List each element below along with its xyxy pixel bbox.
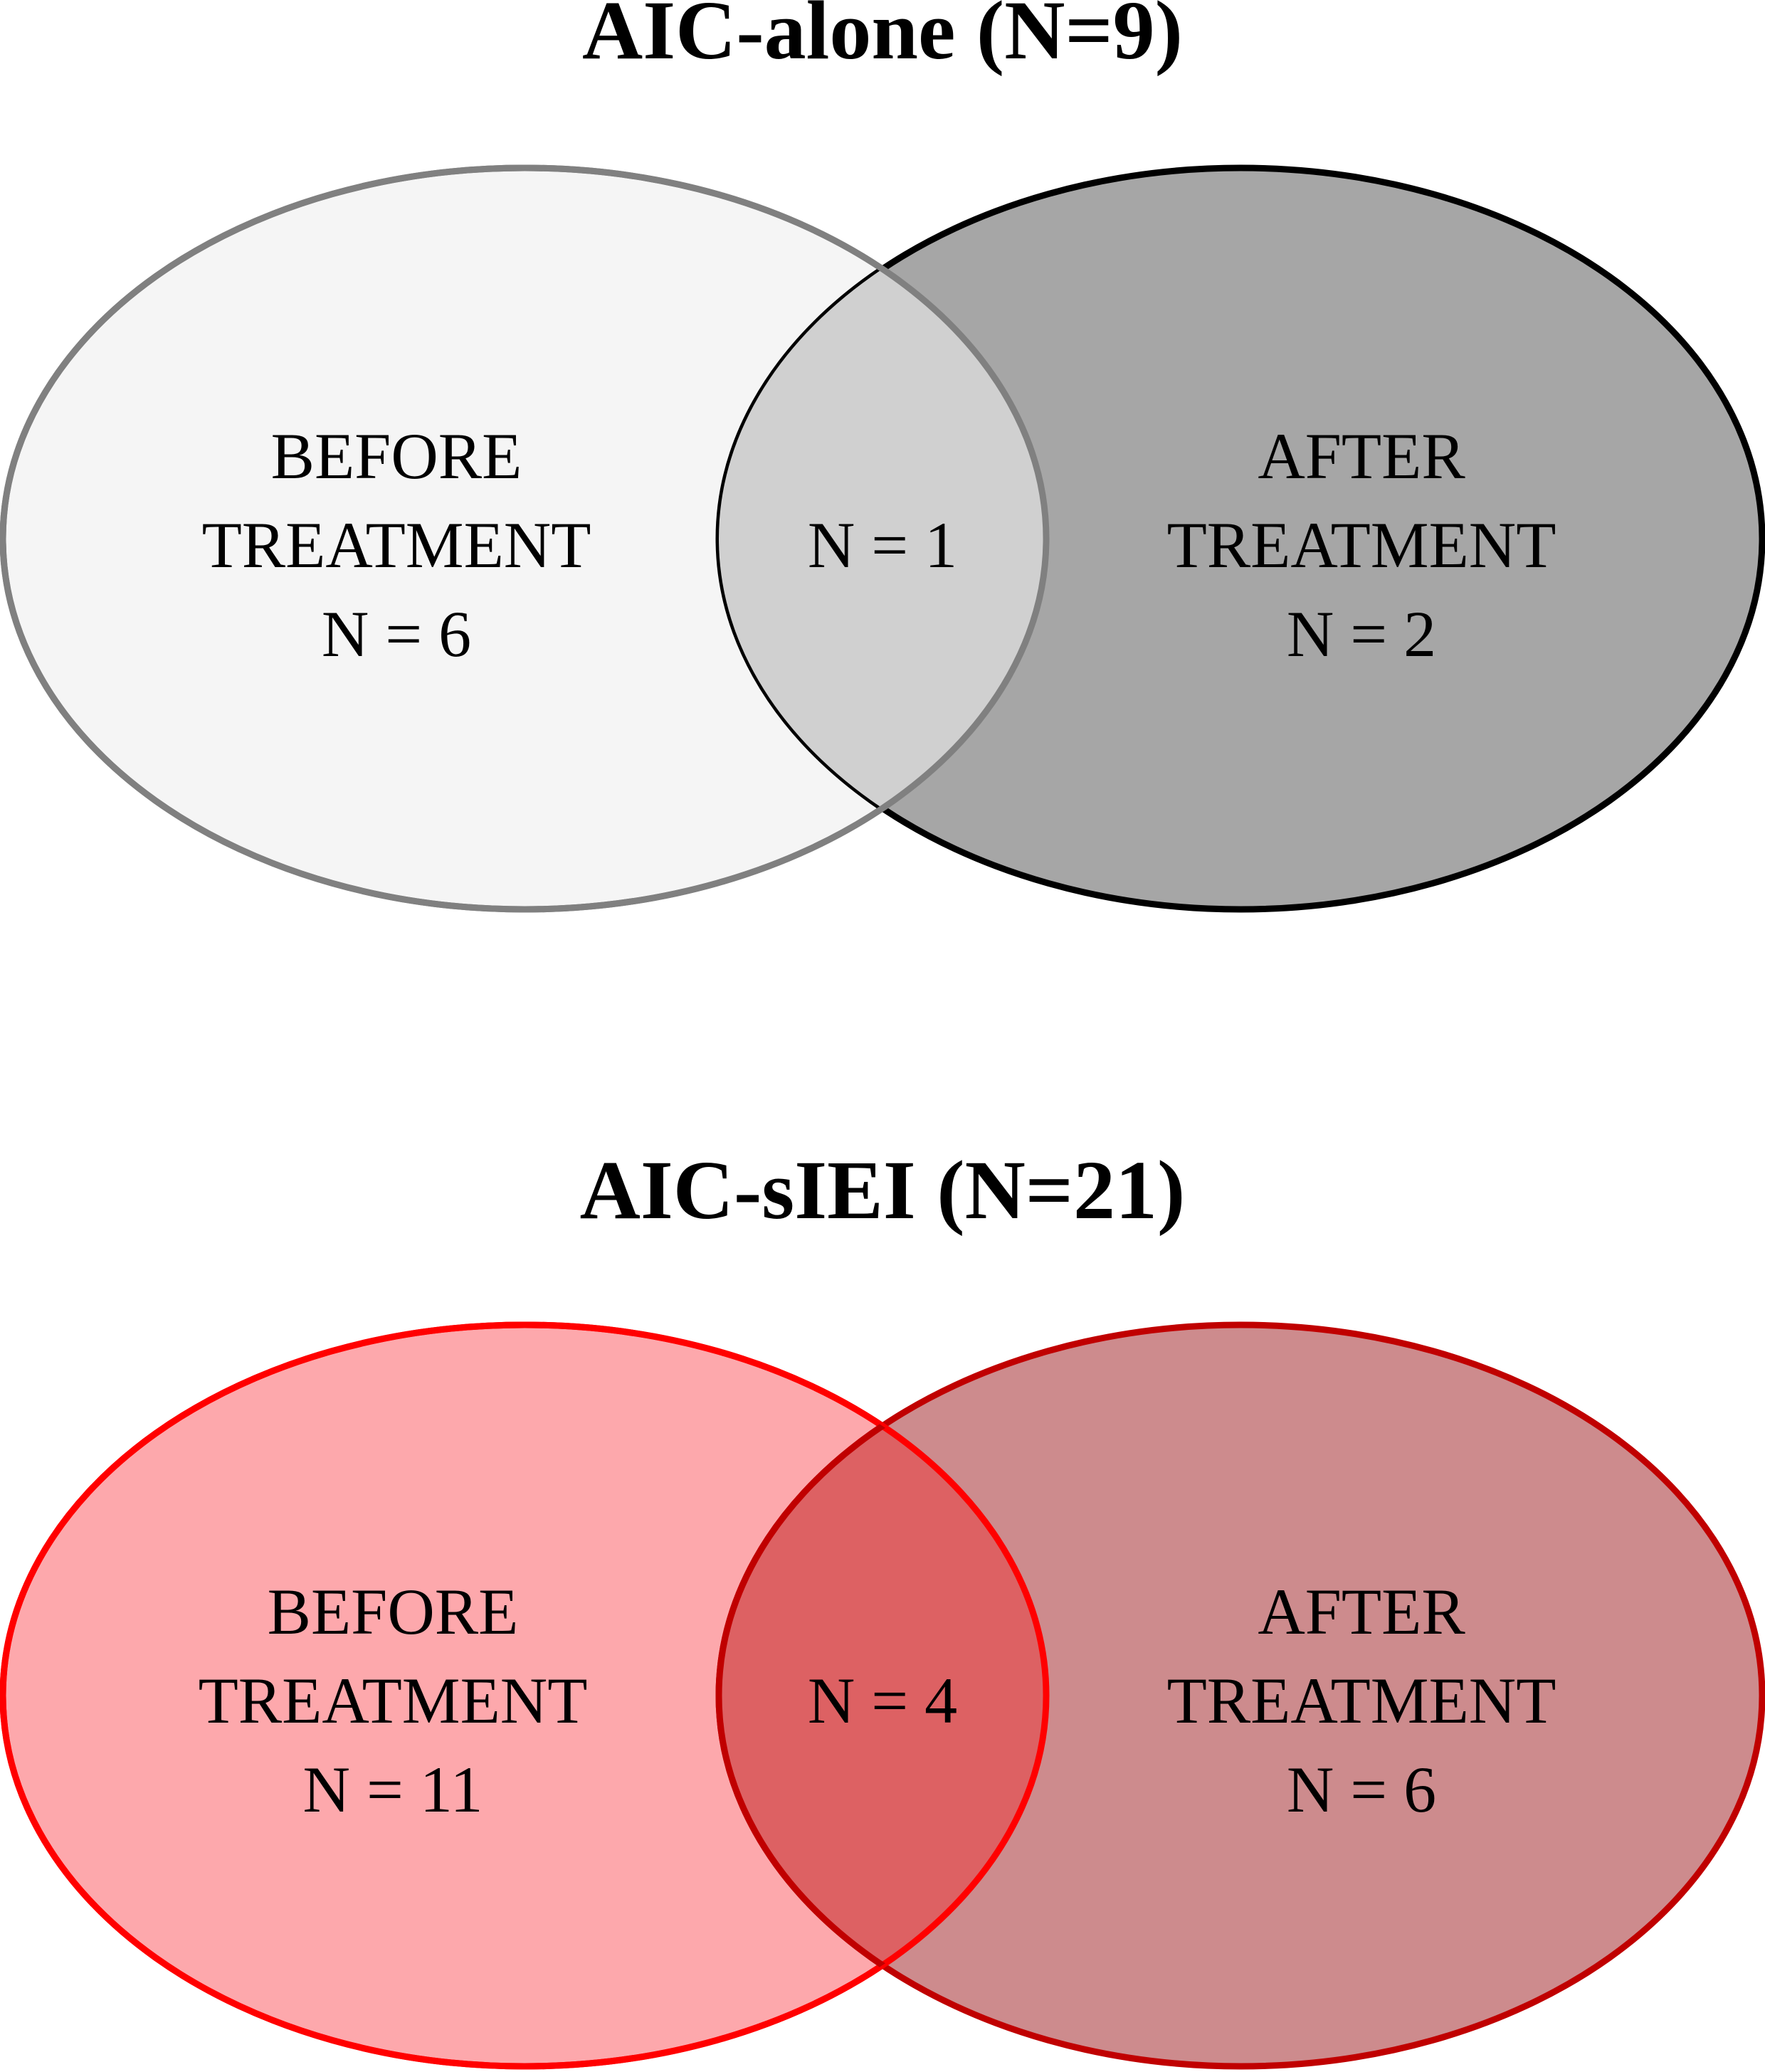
after-label: AFTER [1258,1575,1465,1648]
before-treatment-outline [0,164,1050,913]
treatment-label: TREATMENT [199,1664,588,1737]
after-label: AFTER [1258,420,1465,492]
overlap-count: N = 1 [808,509,957,581]
before-treatment-outline [0,1321,1050,2070]
before-count: N = 11 [303,1753,483,1826]
venn-diagram-aic-siei: AIC-sIEI (N=21) BEFORE TREATMENT N = 11 … [0,1143,1765,2070]
venn-diagram-aic-alone: AIC-alone (N=9) BEFORE TREATMENT N = 6 N… [0,0,1765,913]
after-count: N = 6 [1287,1753,1436,1826]
diagram-title: AIC-alone (N=9) [582,0,1183,77]
treatment-label: TREATMENT [1167,1664,1556,1737]
before-label: BEFORE [271,420,522,492]
before-label: BEFORE [268,1575,519,1648]
overlap-count: N = 4 [808,1664,957,1737]
before-count: N = 6 [322,598,471,670]
after-treatment-outline [715,1325,1046,2066]
treatment-label: TREATMENT [202,509,591,581]
diagram-title: AIC-sIEI (N=21) [580,1143,1186,1237]
treatment-label: TREATMENT [1167,509,1556,581]
after-count: N = 2 [1287,598,1436,670]
